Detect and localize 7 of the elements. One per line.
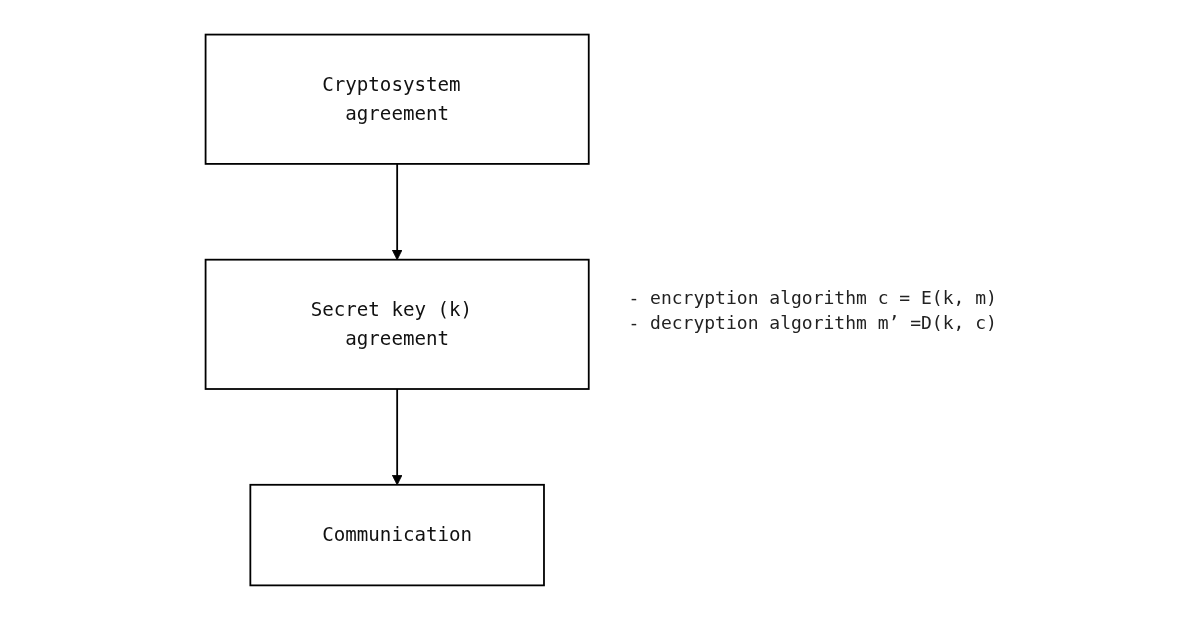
node-box: Cryptosystem agreement xyxy=(204,33,590,165)
node-caption: - decryption algorithm m’ =D(k, c) xyxy=(628,311,997,333)
node-box: Communication xyxy=(249,483,545,586)
node-caption: - encryption algorithm c = E(k, m) xyxy=(628,286,997,308)
arrow xyxy=(392,162,403,260)
node-box: Secret key (k) agreement xyxy=(204,258,590,390)
arrow xyxy=(392,387,403,485)
